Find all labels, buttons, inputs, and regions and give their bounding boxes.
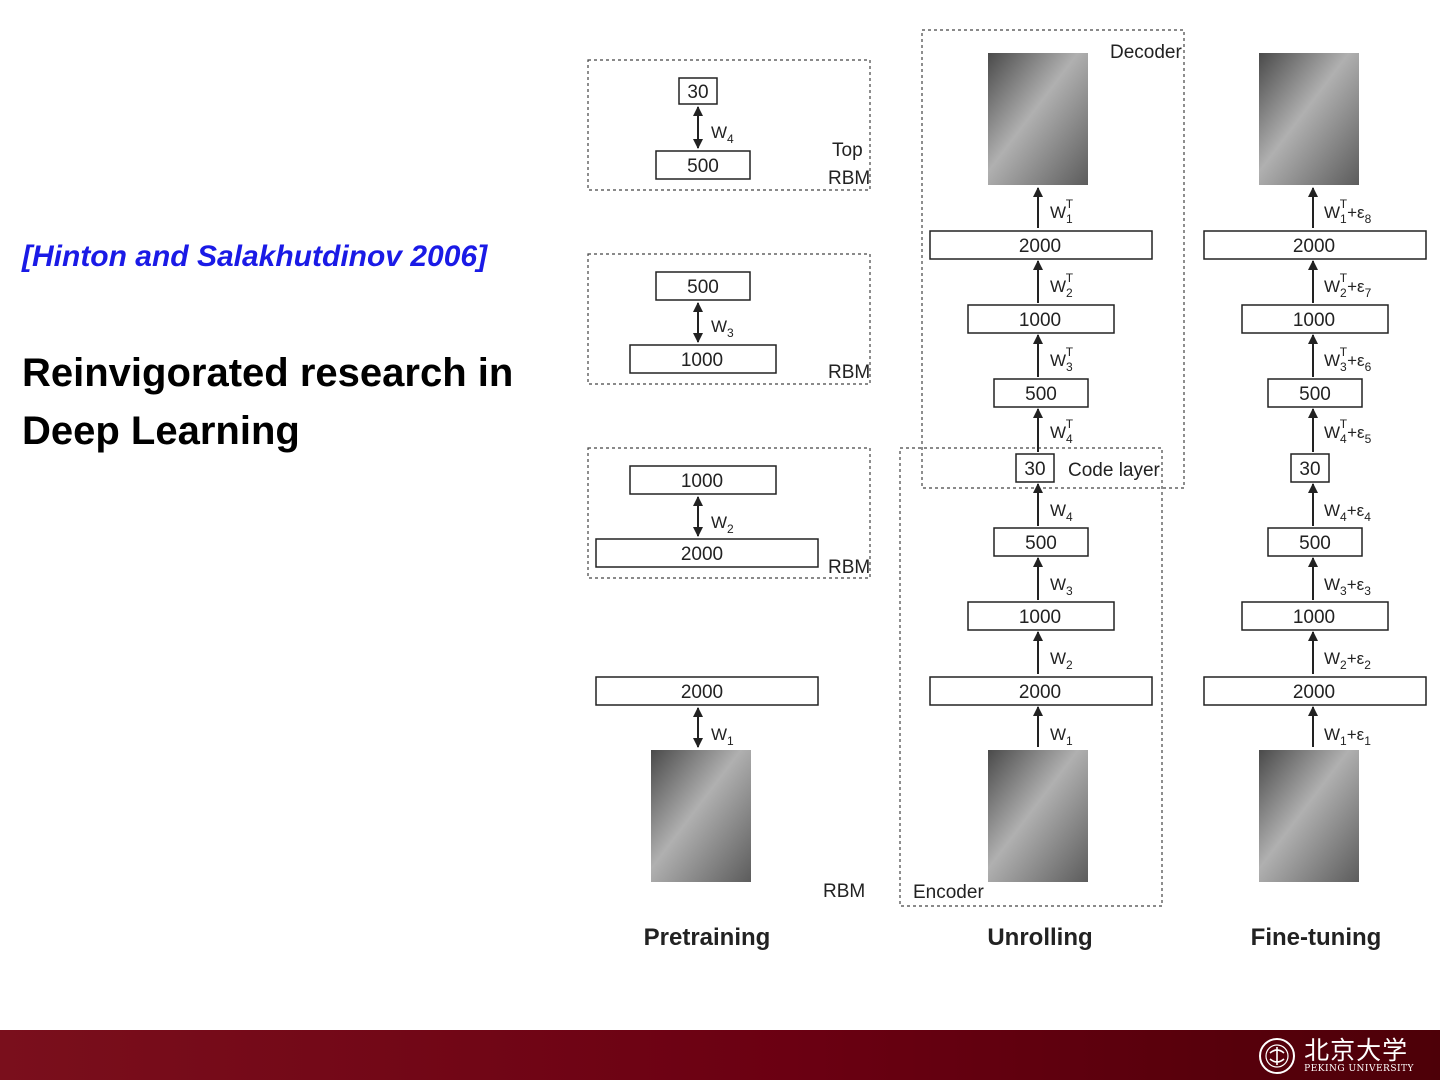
weight-w4-label: W4	[711, 123, 734, 146]
rbm-bottom-label: RBM	[823, 881, 865, 902]
encoder-label: Encoder	[913, 882, 984, 903]
unroll-code-box-30-label: 30	[1024, 459, 1045, 480]
ft-w4t-eps5: W4T+ε5	[1324, 417, 1372, 446]
ft-w1-eps1: W1+ε1	[1324, 725, 1371, 748]
ft-box-500-top-label: 500	[1299, 384, 1331, 405]
autoencoder-diagram: 30 W4 500 Top RBM 500 W3 1000 RBM 1000 W…	[560, 20, 1440, 960]
university-seal-icon	[1258, 1037, 1296, 1075]
ft-box-1000-bottom-label: 1000	[1293, 607, 1335, 628]
slide-headline: Reinvigorated research in Deep Learning	[22, 344, 562, 460]
pre-box-2000-a-label: 2000	[681, 544, 723, 565]
decoder-label: Decoder	[1110, 42, 1182, 63]
unroll-box-1000-top-label: 1000	[1019, 310, 1061, 331]
unroll-w3t: W3T	[1050, 345, 1074, 374]
unroll-w2t: W2T	[1050, 271, 1074, 300]
unroll-output-face	[988, 53, 1088, 185]
ft-w4-eps4: W4+ε4	[1324, 501, 1371, 524]
ft-code-box-30-label: 30	[1299, 459, 1320, 480]
finetune-input-face	[1259, 750, 1359, 882]
university-logo: 北京大学 PEKING UNIVERSITY	[1258, 1036, 1414, 1076]
ft-box-2000-top-label: 2000	[1293, 236, 1335, 257]
pretraining-title: Pretraining	[644, 924, 771, 951]
unroll-w3: W3	[1050, 575, 1073, 598]
unroll-w4t: W4T	[1050, 417, 1074, 446]
headline-line-1: Reinvigorated research in	[22, 344, 562, 402]
pre-box-2000-b-label: 2000	[681, 682, 723, 703]
ft-w3t-eps6: W3T+ε6	[1324, 345, 1372, 374]
unroll-box-500-top-label: 500	[1025, 384, 1057, 405]
code-layer-label: Code layer	[1068, 460, 1161, 481]
weight-w1-label: W1	[711, 725, 734, 748]
finetuning-title: Fine-tuning	[1251, 924, 1382, 951]
pre-box-1000-a-label: 1000	[681, 350, 723, 371]
pre-box-500-label: 500	[687, 277, 719, 298]
rbm3-label: RBM	[828, 557, 870, 578]
logo-chinese: 北京大学	[1304, 1038, 1414, 1064]
unroll-box-2000-bottom-label: 2000	[1019, 682, 1061, 703]
finetune-output-face	[1259, 53, 1359, 185]
ft-box-500-bottom-label: 500	[1299, 533, 1331, 554]
headline-line-2: Deep Learning	[22, 402, 562, 460]
weight-w2-label: W2	[711, 513, 734, 536]
citation: [Hinton and Salakhutdinov 2006]	[22, 240, 487, 274]
unroll-w1: W1	[1050, 725, 1073, 748]
unroll-input-face	[988, 750, 1088, 882]
ft-box-2000-bottom-label: 2000	[1293, 682, 1335, 703]
ft-w1t-eps8: W1T+ε8	[1324, 197, 1372, 226]
top-label: Top	[832, 140, 863, 161]
pre-box-500-top-label: 500	[687, 156, 719, 177]
rbm2-label: RBM	[828, 362, 870, 383]
weight-w3-label: W3	[711, 317, 734, 340]
unroll-box-500-bottom-label: 500	[1025, 533, 1057, 554]
pretraining-face-image	[651, 750, 751, 882]
ft-box-1000-top-label: 1000	[1293, 310, 1335, 331]
unroll-w1t: W1T	[1050, 197, 1074, 226]
top-rbm-label: RBM	[828, 168, 870, 189]
pre-box-1000-b-label: 1000	[681, 471, 723, 492]
unroll-box-1000-bottom-label: 1000	[1019, 607, 1061, 628]
unroll-box-2000-top-label: 2000	[1019, 236, 1061, 257]
unrolling-title: Unrolling	[987, 924, 1092, 951]
ft-w2-eps2: W2+ε2	[1324, 649, 1371, 672]
ft-w2t-eps7: W2T+ε7	[1324, 271, 1372, 300]
pre-box-30-label: 30	[687, 82, 708, 103]
unroll-w2: W2	[1050, 649, 1073, 672]
footer-bar: 北京大学 PEKING UNIVERSITY	[0, 1030, 1440, 1080]
logo-english: PEKING UNIVERSITY	[1304, 1064, 1414, 1074]
ft-w3-eps3: W3+ε3	[1324, 575, 1371, 598]
unroll-w4: W4	[1050, 501, 1073, 524]
